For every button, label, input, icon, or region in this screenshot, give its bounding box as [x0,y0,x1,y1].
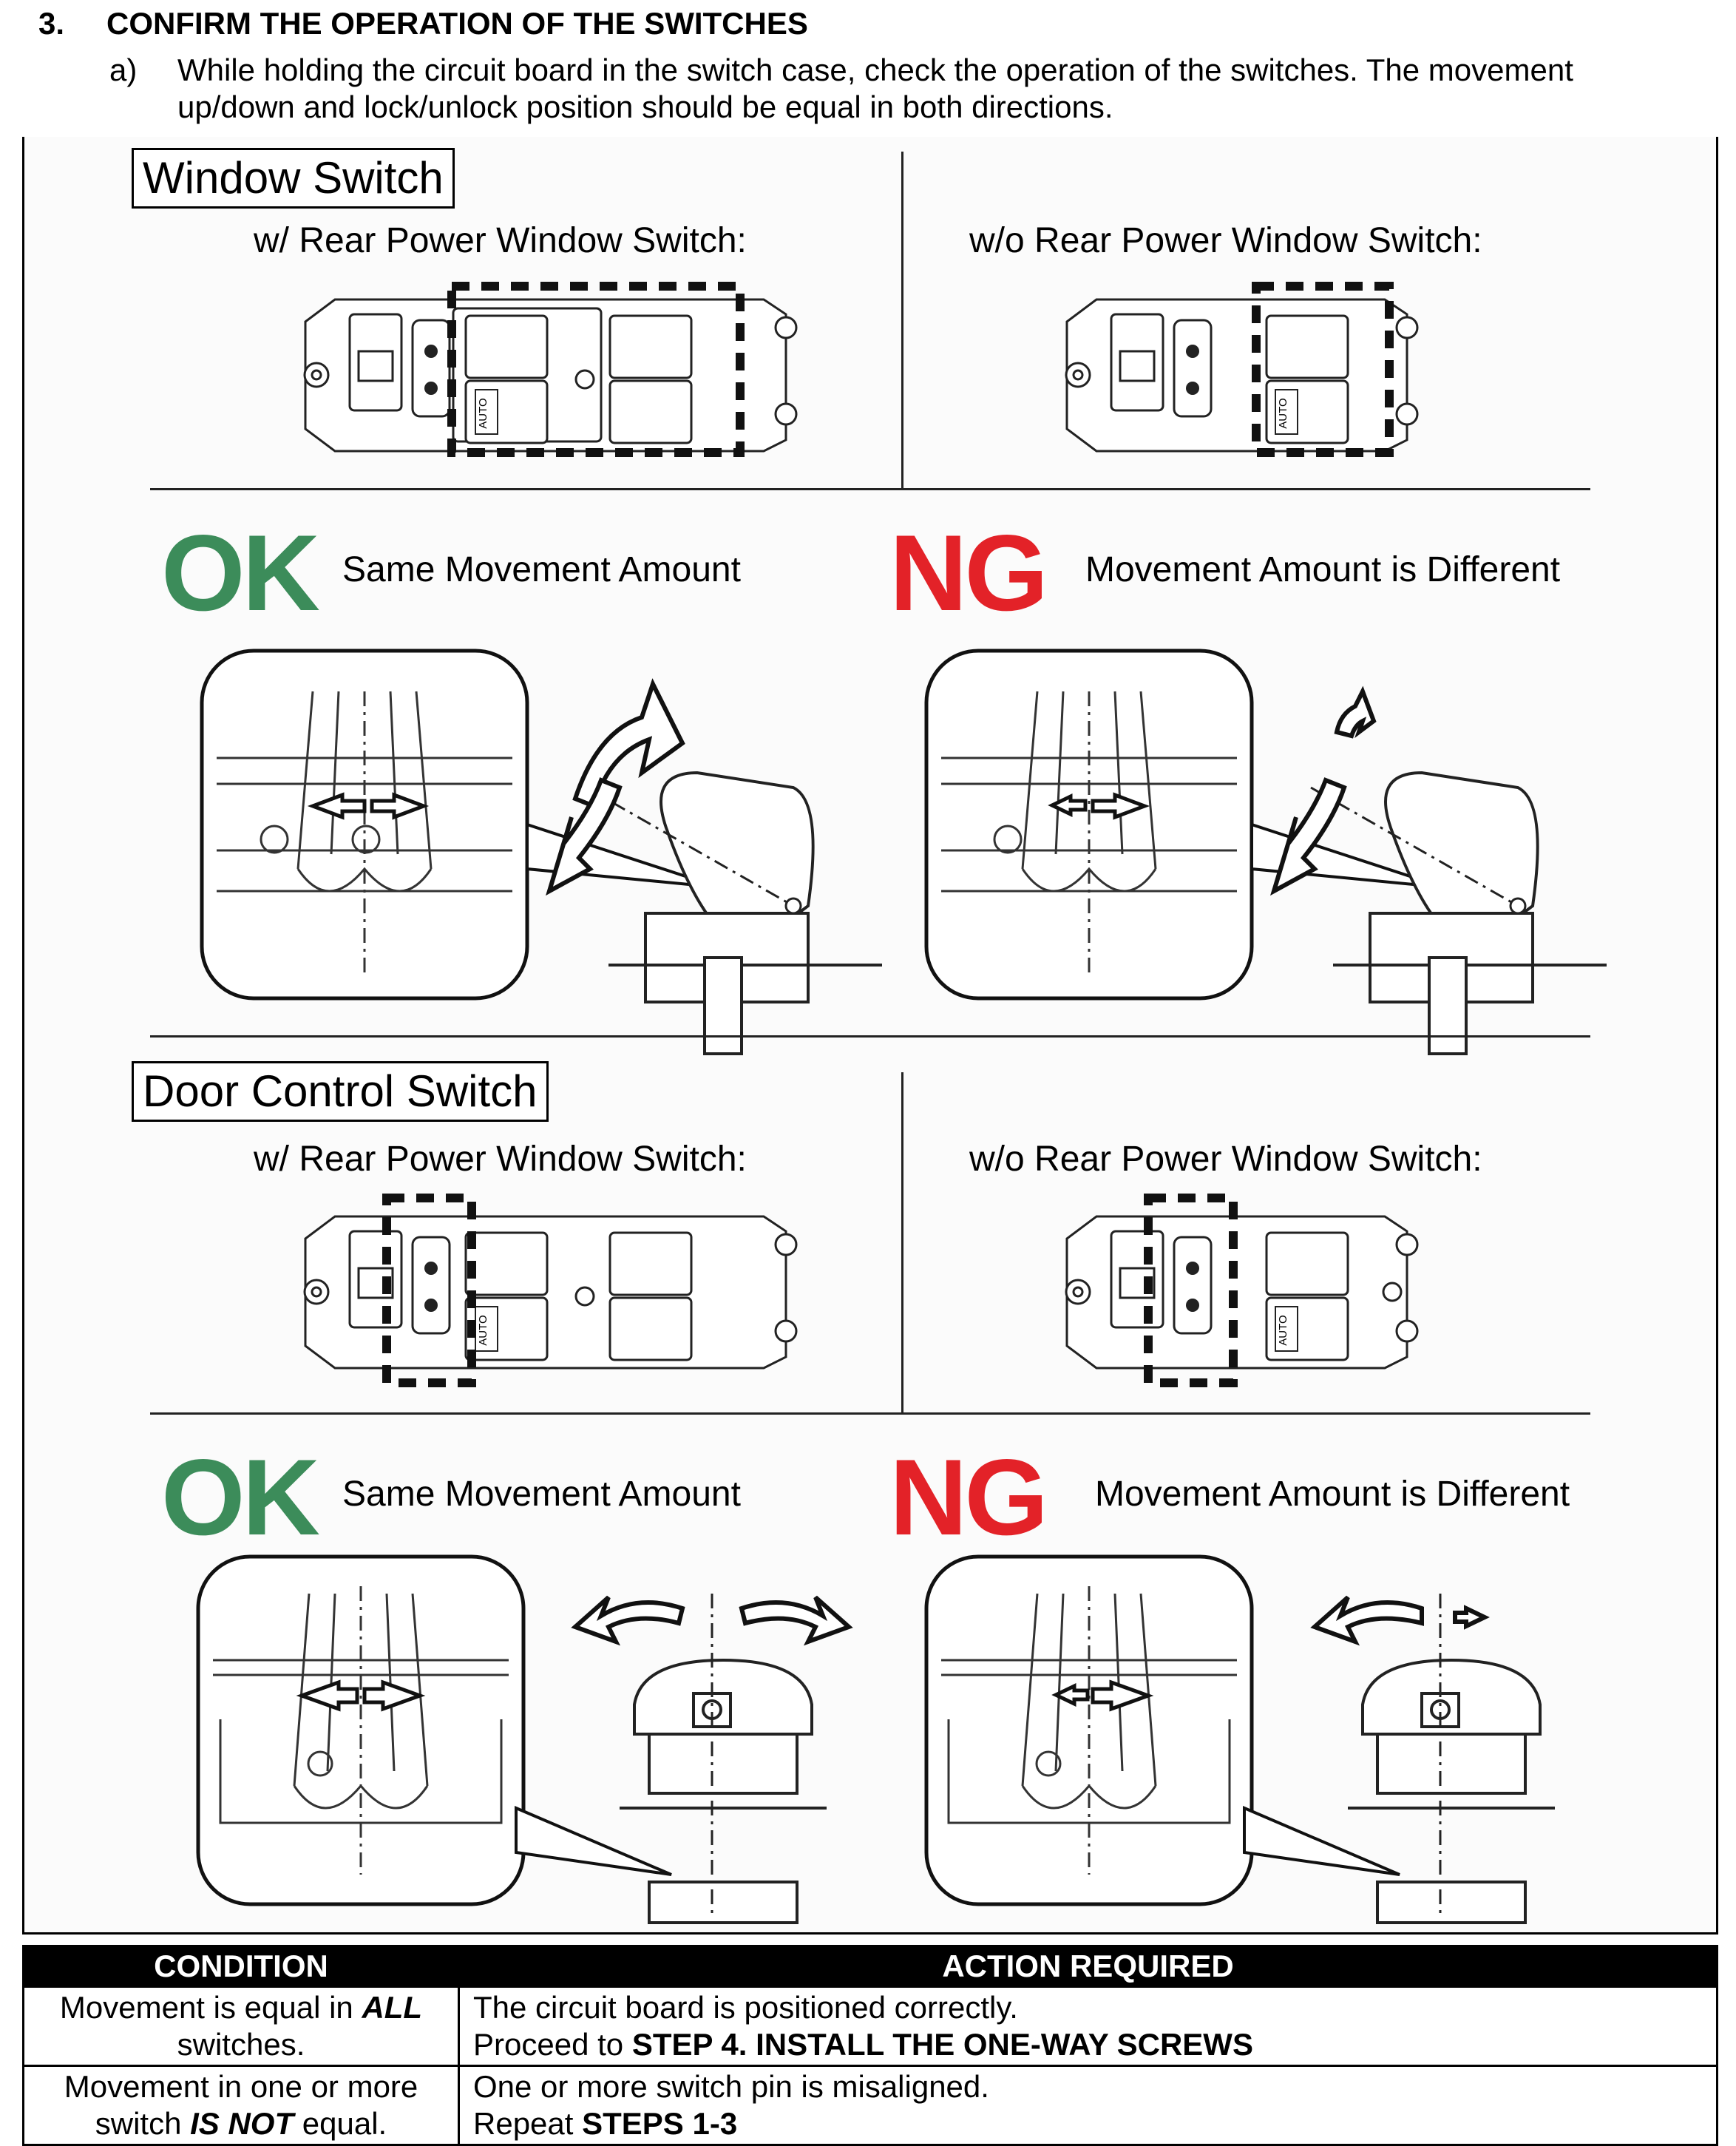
door-with-rear-caption: w/ Rear Power Window Switch: [254,1140,747,1179]
door-without-rear-caption: w/o Rear Power Window Switch: [969,1140,1482,1179]
door-ng-illustration [924,1554,1555,1924]
table-header-condition: CONDITION [22,1945,460,1988]
window-ok-label: OK [161,512,320,633]
step-number: 3. [38,6,65,41]
step-title: CONFIRM THE OPERATION OF THE SWITCHES [106,6,808,41]
window-without-rear-caption: w/o Rear Power Window Switch: [969,221,1482,260]
window-ng-description: Movement Amount is Different [1085,550,1561,589]
condition-cell: Movement is equal in ALL switches. [22,1986,460,2067]
svg-text:AUTO: AUTO [477,1315,489,1345]
window-divider-horizontal [150,488,1590,490]
door-ok-label: OK [161,1437,320,1557]
door-divider-horizontal [150,1412,1590,1415]
window-switch-assembly-with-rear: AUTO [303,282,798,457]
door-switch-assembly-with-rear: AUTO [303,1194,798,1387]
window-divider-vertical [901,152,903,488]
door-divider-vertical [901,1072,903,1412]
action-cell: One or more switch pin is misaligned. Re… [458,2065,1718,2146]
substep-text: While holding the circuit board in the s… [177,53,1573,124]
auto-label: AUTO [477,398,489,428]
door-ng-label: NG [889,1437,1048,1557]
svg-text:AUTO: AUTO [1277,398,1289,428]
substep-label: a) [109,53,138,87]
window-ok-description: Same Movement Amount [342,550,741,589]
condition-action-table: CONDITION ACTION REQUIRED Movement is eq… [22,1945,1718,2146]
window-switch-assembly-without-rear: AUTO [1065,282,1419,457]
door-ok-description: Same Movement Amount [342,1475,741,1514]
condition-cell: Movement in one or more switch IS NOT eq… [22,2065,460,2146]
table-row: Movement in one or more switch IS NOT eq… [22,2065,1718,2146]
table-row: Movement is equal in ALL switches. The c… [22,1986,1718,2067]
door-ok-illustration [196,1554,853,1924]
table-header-action: ACTION REQUIRED [458,1945,1718,1988]
door-switch-assembly-without-rear: AUTO [1065,1194,1419,1387]
illustration-figure: Window Switch w/ Rear Power Window Switc… [22,137,1718,1935]
svg-text:AUTO: AUTO [1277,1315,1289,1345]
window-with-rear-caption: w/ Rear Power Window Switch: [254,221,747,260]
action-cell: The circuit board is positioned correctl… [458,1986,1718,2067]
door-ng-description: Movement Amount is Different [1095,1475,1570,1514]
window-ng-label: NG [889,512,1048,633]
window-switch-heading: Window Switch [132,148,455,209]
door-control-switch-heading: Door Control Switch [132,1061,549,1122]
section-divider [150,1035,1590,1038]
window-ok-illustration [200,649,882,1055]
window-ng-illustration [924,649,1607,1055]
